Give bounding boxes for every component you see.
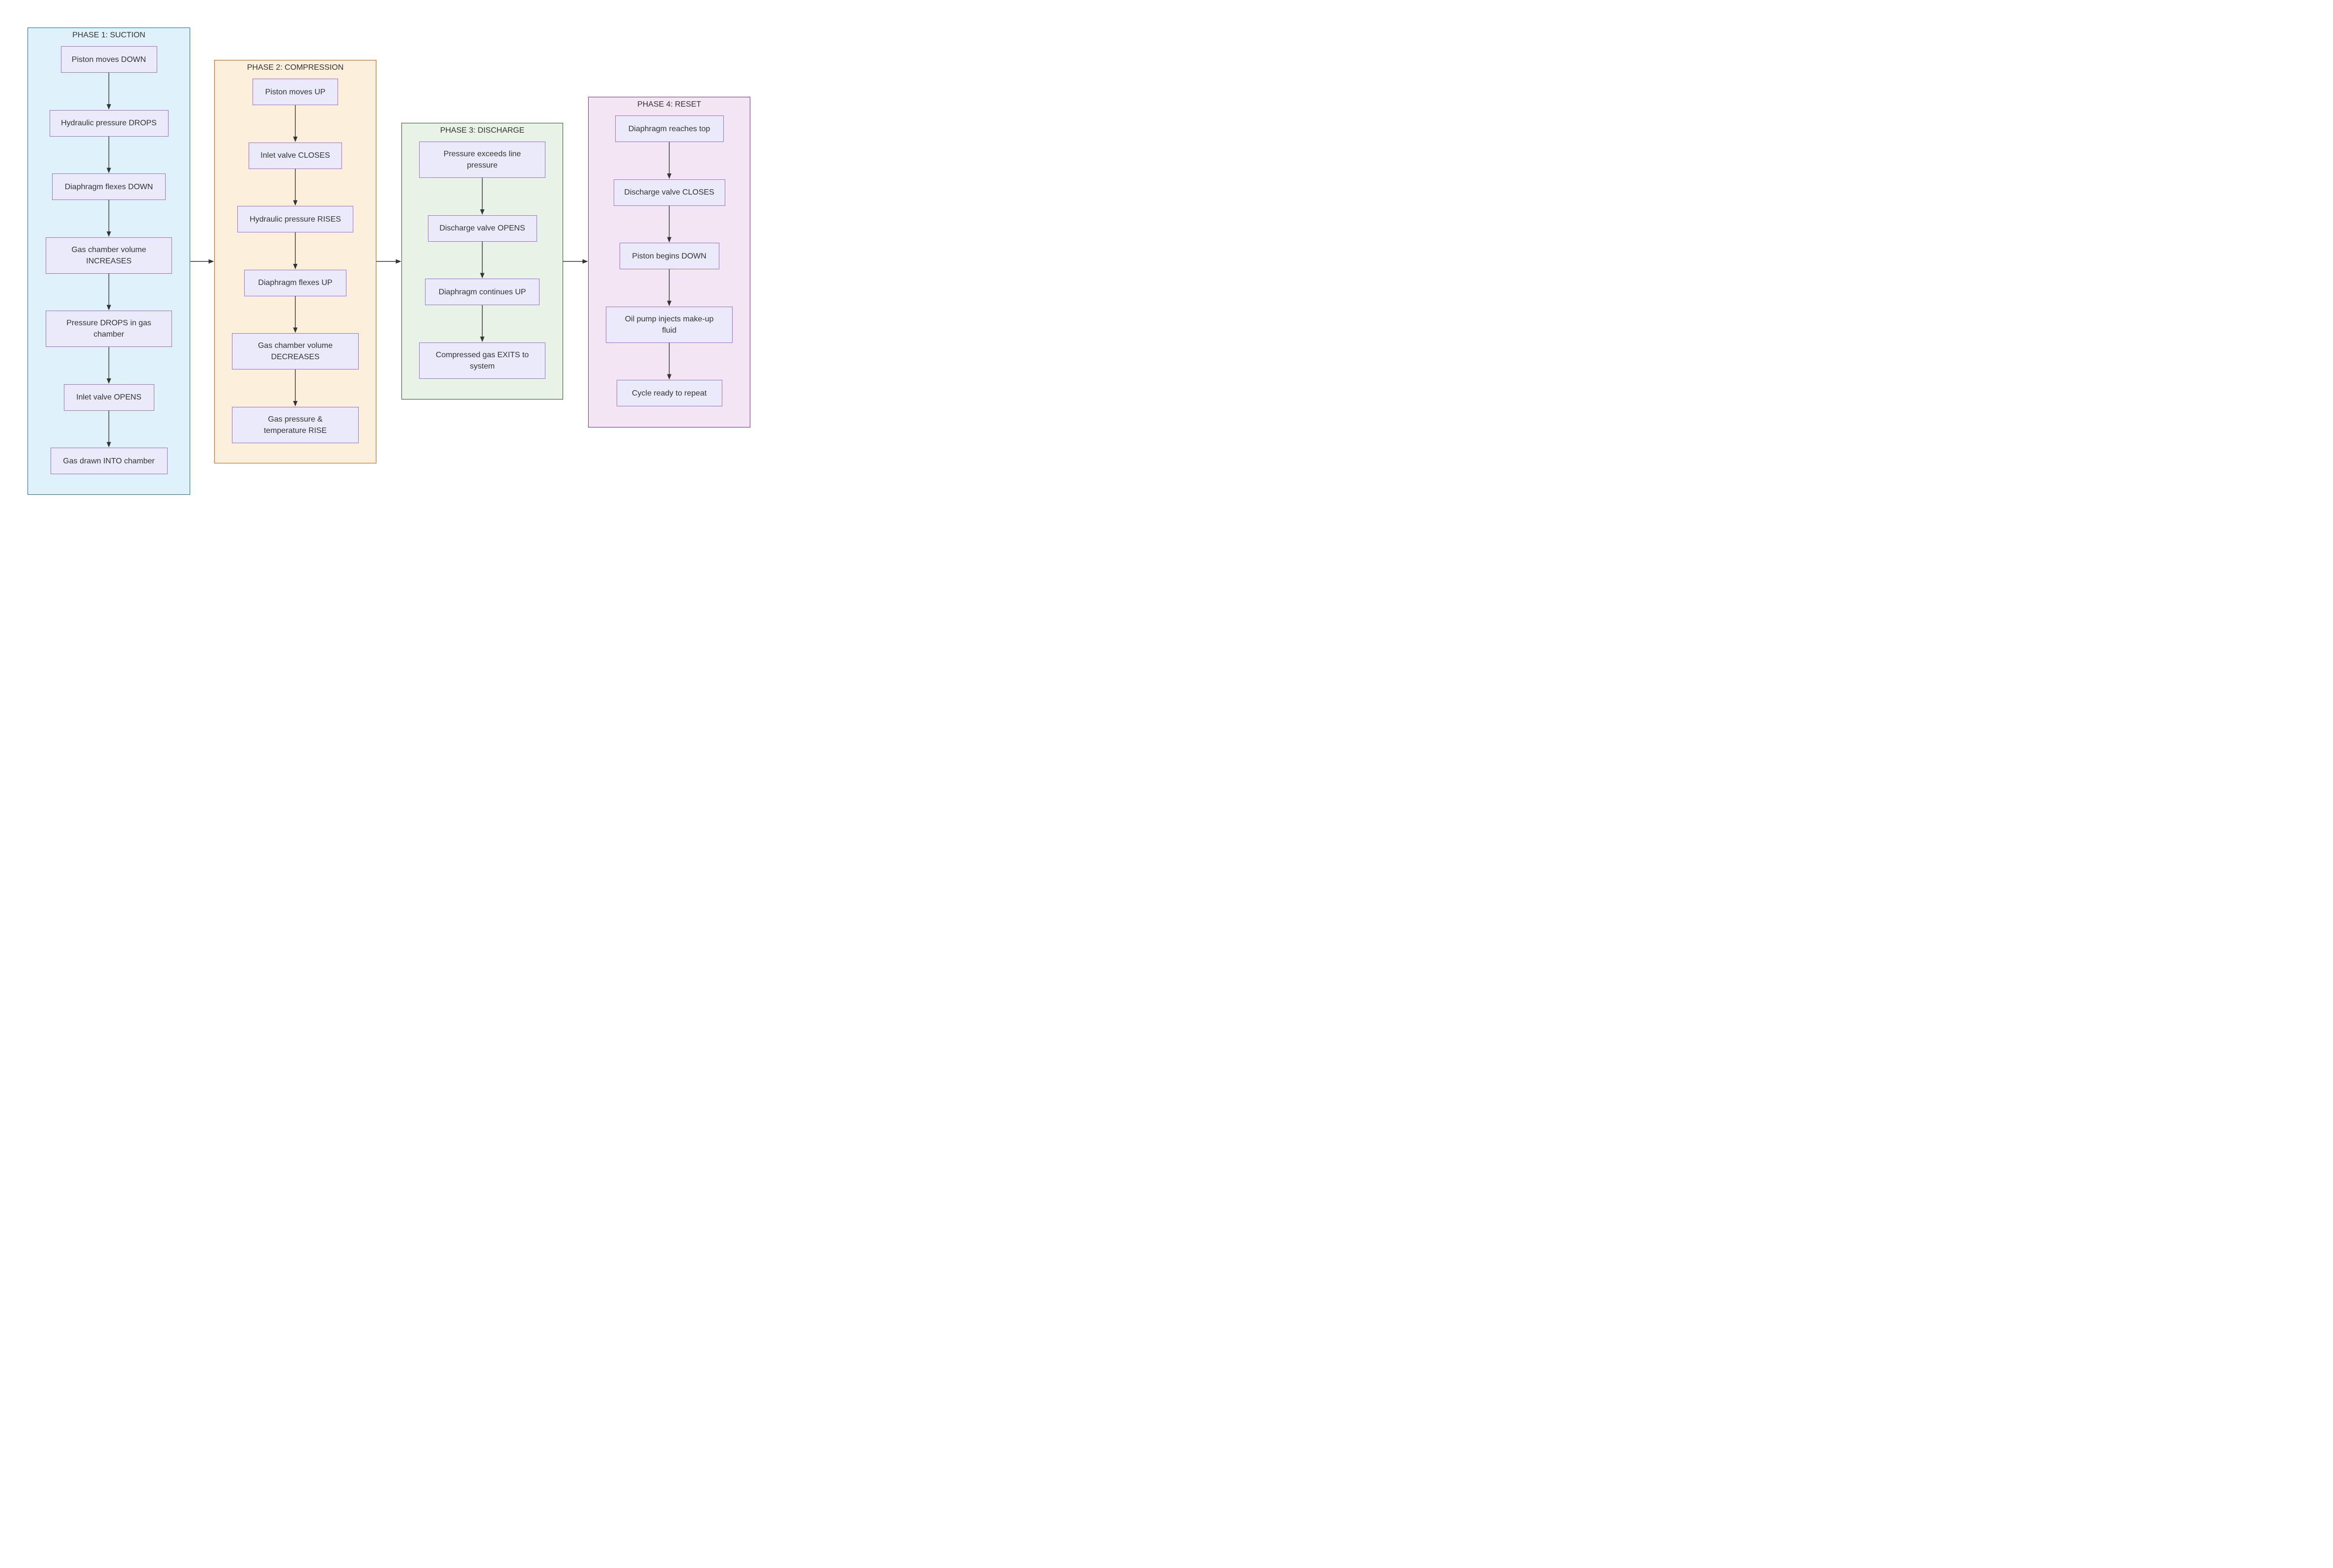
node-hydraulic-pressure-rises: Hydraulic pressure RISES [237,206,353,232]
node-gas-pressure-temperature-rise: Gas pressure & temperature RISE [232,406,359,443]
node-pressure-exceeds-line-pressure: Pressure exceeds line pressure [419,142,545,178]
node-diaphragm-flexes-down: Diaphragm flexes DOWN [52,173,166,200]
node-gas-chamber-volume-decreases: Gas chamber volume DECREASES [232,333,359,370]
phase-2-compression-group: PHASE 2: COMPRESSION [214,60,376,463]
node-gas-drawn-into-chamber: Gas drawn INTO chamber [50,448,168,474]
node-gas-chamber-volume-increases: Gas chamber volume INCREASES [46,237,172,274]
node-diaphragm-reaches-top: Diaphragm reaches top [615,115,724,142]
node-hydraulic-pressure-drops: Hydraulic pressure DROPS [49,110,169,137]
node-compressed-gas-exits-to-system: Compressed gas EXITS to system [419,342,545,379]
node-piston-moves-up: Piston moves UP [253,79,338,105]
arrow-group [107,73,672,448]
phase-3-title: PHASE 3: DISCHARGE [440,126,525,135]
node-piston-moves-down: Piston moves DOWN [60,46,157,73]
node-oil-pump-injects-makeup-fluid: Oil pump injects make-up fluid [606,306,733,343]
node-cycle-ready-to-repeat: Cycle ready to repeat [616,380,722,406]
node-inlet-valve-opens: Inlet valve OPENS [63,384,154,411]
phase-4-title: PHASE 4: RESET [637,100,701,109]
node-pressure-drops-in-gas-chamber: Pressure DROPS in gas chamber [46,311,172,347]
node-discharge-valve-closes: Discharge valve CLOSES [613,179,725,206]
node-diaphragm-continues-up: Diaphragm continues UP [425,279,540,305]
flowchart-canvas: PHASE 1: SUCTION Piston moves DOWN Hydra… [0,0,778,523]
node-diaphragm-flexes-up: Diaphragm flexes UP [244,269,346,296]
node-piston-begins-down: Piston begins DOWN [619,243,719,269]
phase-1-title: PHASE 1: SUCTION [72,31,145,39]
node-inlet-valve-closes: Inlet valve CLOSES [249,142,342,169]
phase-2-title: PHASE 2: COMPRESSION [247,63,344,72]
node-discharge-valve-opens: Discharge valve OPENS [427,215,537,242]
